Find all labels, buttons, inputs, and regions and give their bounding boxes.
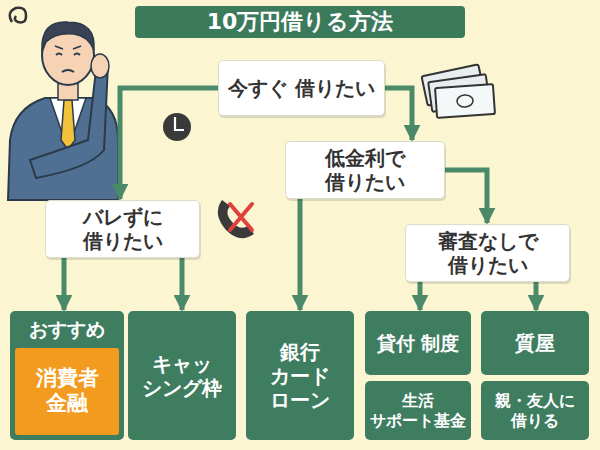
arrow-connector — [534, 282, 539, 310]
recommend-box: おすすめ消費者 金融 — [10, 311, 124, 440]
money-icon — [422, 64, 495, 118]
node-text: キャッ シング枠 — [134, 352, 230, 400]
arrow-connector — [62, 258, 67, 310]
question-box: 低金利で 借りたい — [285, 141, 445, 199]
recommend-label: おすすめ — [10, 311, 124, 348]
question-box: バレずに 借りたい — [45, 200, 200, 258]
arrow-connector — [180, 258, 185, 310]
node-text: バレずに 借りたい — [54, 205, 191, 253]
node-text: 親・友人に 借りる — [487, 391, 583, 429]
node-text: 今すぐ 借りたい — [228, 76, 375, 100]
node-text: 質屋 — [515, 331, 555, 355]
title-text: 10万円借りる方法 — [207, 9, 394, 35]
method-box: 生活 サポート基金 — [365, 381, 471, 440]
businessman — [8, 22, 118, 200]
arrow-connector — [298, 199, 303, 310]
node-text: 生活 サポート基金 — [370, 391, 466, 429]
node-text: 貸付 制度 — [377, 332, 460, 355]
question-box: 審査なしで 借りたい — [405, 224, 570, 282]
title-band: 10万円借りる方法 — [135, 6, 465, 38]
question-box: 今すぐ 借りたい — [218, 60, 385, 116]
arrow-connector — [120, 88, 218, 199]
phone-crossed-icon — [218, 200, 254, 238]
worry-swirl — [10, 8, 26, 23]
node-text: 低金利で 借りたい — [294, 146, 436, 194]
method-box: キャッ シング枠 — [128, 311, 236, 440]
arrow-connector — [418, 282, 423, 310]
method-box: 親・友人に 借りる — [481, 381, 589, 440]
method-box: 銀行 カード ローン — [246, 311, 354, 440]
node-text: 審査なしで 借りたい — [414, 229, 561, 277]
node-text: 銀行 カード ローン — [252, 340, 348, 412]
arrow-connector — [385, 88, 412, 140]
clock-icon — [163, 113, 191, 141]
node-text: 消費者 金融 — [15, 348, 119, 435]
arrow-connector — [445, 170, 487, 223]
method-box: 貸付 制度 — [365, 311, 471, 375]
method-box: 質屋 — [481, 311, 589, 375]
